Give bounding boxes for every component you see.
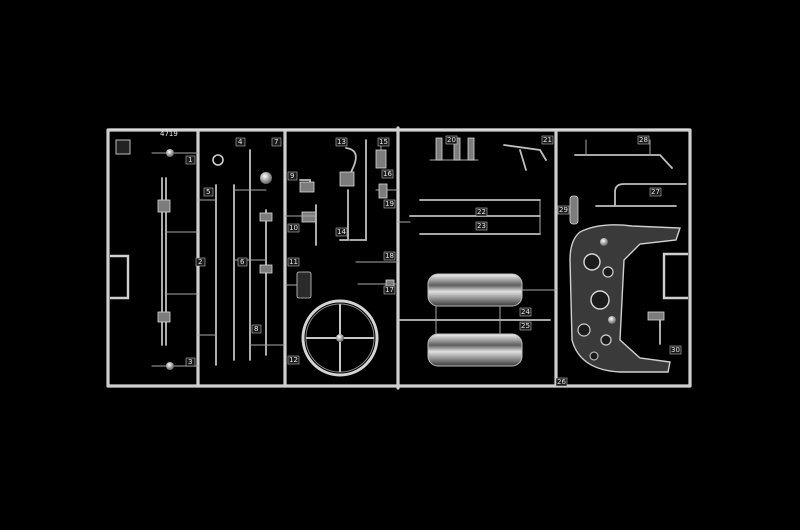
part-number: 25 — [521, 322, 530, 330]
part-number: 21 — [543, 136, 552, 144]
part-number: 14 — [337, 228, 346, 236]
part-number: 7 — [274, 138, 278, 146]
part-number: 19 — [385, 200, 394, 208]
sprue-column-4 — [397, 137, 557, 367]
part-number: 30 — [671, 346, 680, 354]
sprue-code: 4719 — [160, 130, 178, 138]
part-number: 1 — [188, 156, 192, 164]
part-number: 4 — [238, 138, 243, 146]
chrome-drum-lower — [427, 333, 523, 367]
part-number: 6 — [240, 258, 245, 266]
part-number: 23 — [477, 222, 486, 230]
part-number: 16 — [383, 170, 392, 178]
part-number: 26 — [557, 378, 566, 386]
part-number: 11 — [289, 258, 298, 266]
sprue-column-5 — [555, 139, 687, 373]
part-number: 29 — [559, 206, 568, 214]
steering-wheel-part — [301, 299, 379, 377]
sprue-column-1 — [151, 149, 199, 370]
part-number: 10 — [289, 224, 298, 232]
sprue-frame — [106, 126, 692, 390]
part-number: 8 — [254, 325, 258, 333]
part-number: 20 — [447, 136, 456, 144]
part-number: 13 — [337, 138, 346, 146]
part-number: 27 — [651, 188, 660, 196]
sprue-column-3 — [284, 139, 399, 377]
part-number: 9 — [290, 172, 294, 180]
part-number: 15 — [379, 138, 388, 146]
part-number: 12 — [289, 356, 298, 364]
part-number: 18 — [385, 252, 394, 260]
part-number: 22 — [477, 208, 486, 216]
part-number-tags: 4719 1 2 3 4 5 6 7 8 9 10 11 12 13 14 15… — [160, 130, 682, 387]
part-number: 28 — [639, 136, 648, 144]
part-number: 17 — [385, 286, 394, 294]
part-number: 24 — [521, 308, 530, 316]
chrome-drum-upper — [427, 273, 523, 307]
dashboard-panel-part — [569, 224, 681, 373]
part-number: 5 — [206, 188, 210, 196]
part-number: 2 — [198, 258, 202, 266]
part-number: 3 — [188, 358, 192, 366]
